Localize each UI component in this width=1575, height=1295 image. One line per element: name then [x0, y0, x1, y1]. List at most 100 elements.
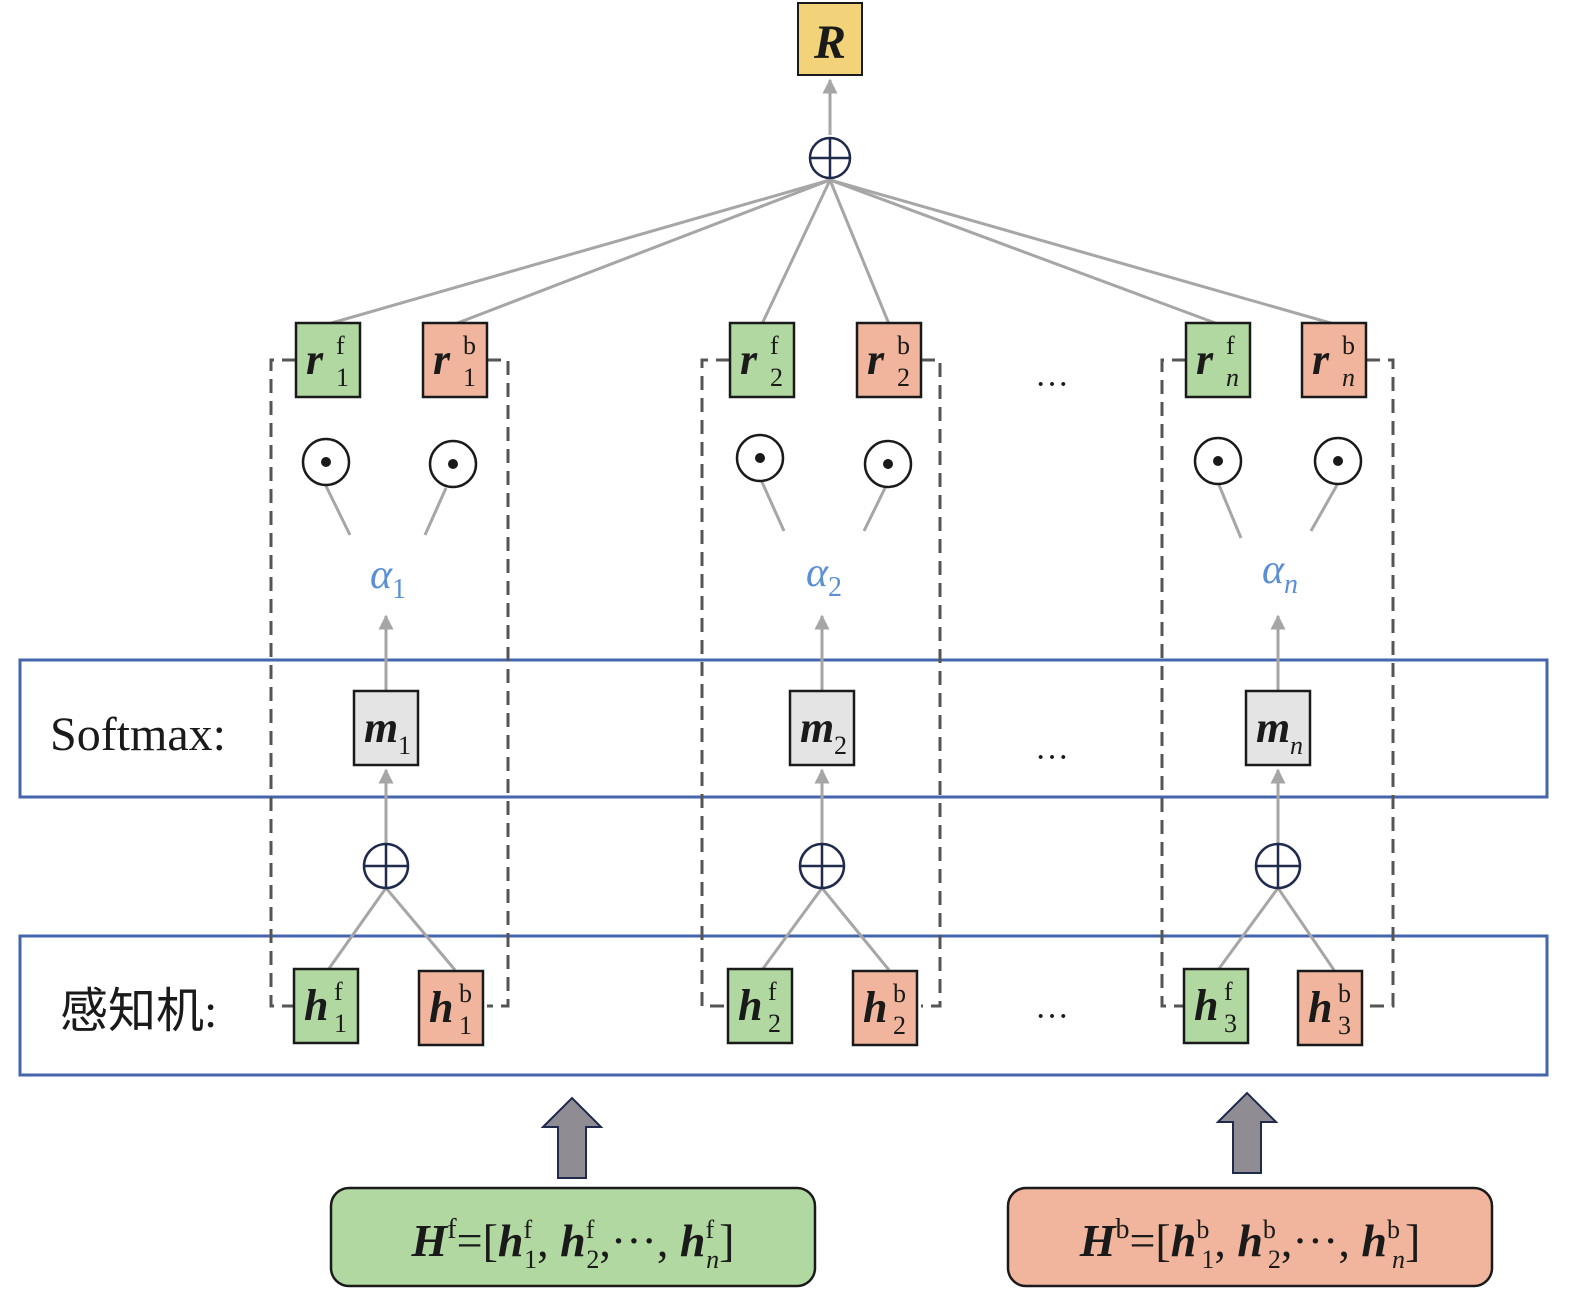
input-separator: ,: [1214, 1215, 1237, 1266]
h-backward-node-symbol: h: [429, 983, 453, 1032]
h-backward-node-letter: h: [863, 983, 887, 1032]
r-backward-node-subscript: 1: [463, 363, 476, 392]
input-h-subscript: 1: [1201, 1245, 1214, 1274]
odot-backward: [863, 439, 913, 489]
input-h-subscript: n: [1392, 1245, 1405, 1274]
h-backward-node-symbol: h: [863, 983, 887, 1032]
m-node-symbol: m: [800, 703, 834, 752]
m-node-letter: m: [800, 703, 834, 752]
odot-icon-dot: [448, 459, 458, 469]
input-H-letter: H: [411, 1215, 449, 1266]
h-forward-node-symbol: h: [304, 981, 328, 1030]
alpha-subscript: 2: [828, 572, 842, 603]
input-separator: ,···,: [599, 1215, 679, 1266]
odot-backward: [1313, 436, 1363, 486]
input-separator: ]: [719, 1215, 734, 1266]
odot-icon-dot: [1213, 456, 1223, 466]
input-h-superscript: f: [705, 1215, 714, 1244]
alpha-to-odot-forward: [760, 481, 786, 532]
output-r-label: R: [813, 16, 846, 69]
h-forward-node-subscript: 3: [1224, 1009, 1237, 1038]
m-node-subscript: 2: [834, 731, 847, 760]
odot-icon-dot: [1333, 456, 1343, 466]
alpha-weight: α2: [806, 550, 842, 603]
alpha-subscript: 1: [392, 574, 406, 605]
fan-line: [760, 179, 832, 325]
odot-icon-dot: [883, 459, 893, 469]
ellipsis-r-row: ···: [1035, 366, 1069, 403]
h-backward-line: [384, 887, 457, 971]
r-forward-node-box: [728, 321, 796, 399]
input-separator: ,···,: [1281, 1215, 1361, 1266]
m-node-subscript: n: [1290, 731, 1303, 760]
h-forward-line: [326, 887, 388, 971]
perceptron-layer-frame: [18, 934, 1549, 1077]
h-backward-node-letter: h: [429, 983, 453, 1032]
h-forward-node-box: [726, 967, 794, 1045]
r-backward-node-superscript: b: [1342, 331, 1355, 360]
forward-input-box: [329, 1186, 817, 1288]
input-h-superscript: b: [1196, 1215, 1209, 1244]
input-h-superscript: f: [586, 1215, 595, 1244]
h-backward-node-subscript: 1: [459, 1011, 472, 1040]
sum-operator: [362, 842, 410, 890]
m-node-box: [788, 689, 856, 767]
h-backward-node-superscript: b: [893, 979, 906, 1008]
r-backward-node-symbol: r: [1312, 335, 1330, 384]
r-forward-node-symbol: r: [306, 335, 324, 384]
sum-operator: [1254, 842, 1302, 890]
r-forward-node-letter: r: [740, 335, 758, 384]
r-backward-node-letter: r: [867, 335, 885, 384]
m-node-letter: m: [364, 703, 398, 752]
h-forward-node-superscript: f: [1224, 977, 1233, 1006]
r-backward-node-letter: r: [1312, 335, 1330, 384]
alpha-to-odot-backward: [1309, 484, 1339, 532]
r-forward-node-subscript: 2: [770, 363, 783, 392]
forward-dashed-link: [700, 358, 730, 1008]
backward-dashed-link: [1366, 358, 1395, 1008]
h-forward-node-letter: h: [1194, 981, 1218, 1030]
h-forward-node-letter: h: [304, 981, 328, 1030]
alpha-weight: α1: [370, 552, 406, 605]
odot-forward: [1193, 436, 1243, 486]
alpha-to-odot-forward: [1217, 484, 1243, 539]
input-h-superscript: b: [1263, 1215, 1276, 1244]
m-node-symbol: m: [364, 703, 398, 752]
r-forward-node-symbol: r: [740, 335, 758, 384]
h-forward-node-symbol: h: [738, 981, 762, 1030]
h-forward-node-box: [292, 967, 360, 1045]
backward-dashed-link: [921, 358, 942, 1008]
r-forward-node-superscript: f: [770, 331, 779, 360]
r-forward-node-box: [294, 321, 362, 399]
forward-dashed-link: [1160, 358, 1186, 1008]
alpha-subscript: n: [1284, 569, 1298, 600]
softmax-layer-frame: [18, 658, 1549, 799]
r-forward-node-symbol: r: [1196, 335, 1214, 384]
ellipsis-m-row: ···: [1035, 739, 1069, 776]
forward-dashed-link: [269, 358, 296, 1008]
h-backward-node-symbol: h: [1308, 983, 1332, 1032]
r-forward-node-box: [1184, 321, 1252, 399]
r-backward-node-superscript: b: [463, 331, 476, 360]
alpha-weight: αn: [1262, 547, 1298, 600]
alpha-symbol: α: [806, 550, 829, 596]
m-node-box: [352, 689, 420, 767]
r-forward-node-superscript: f: [336, 331, 345, 360]
h-backward-node-box: [851, 969, 919, 1047]
